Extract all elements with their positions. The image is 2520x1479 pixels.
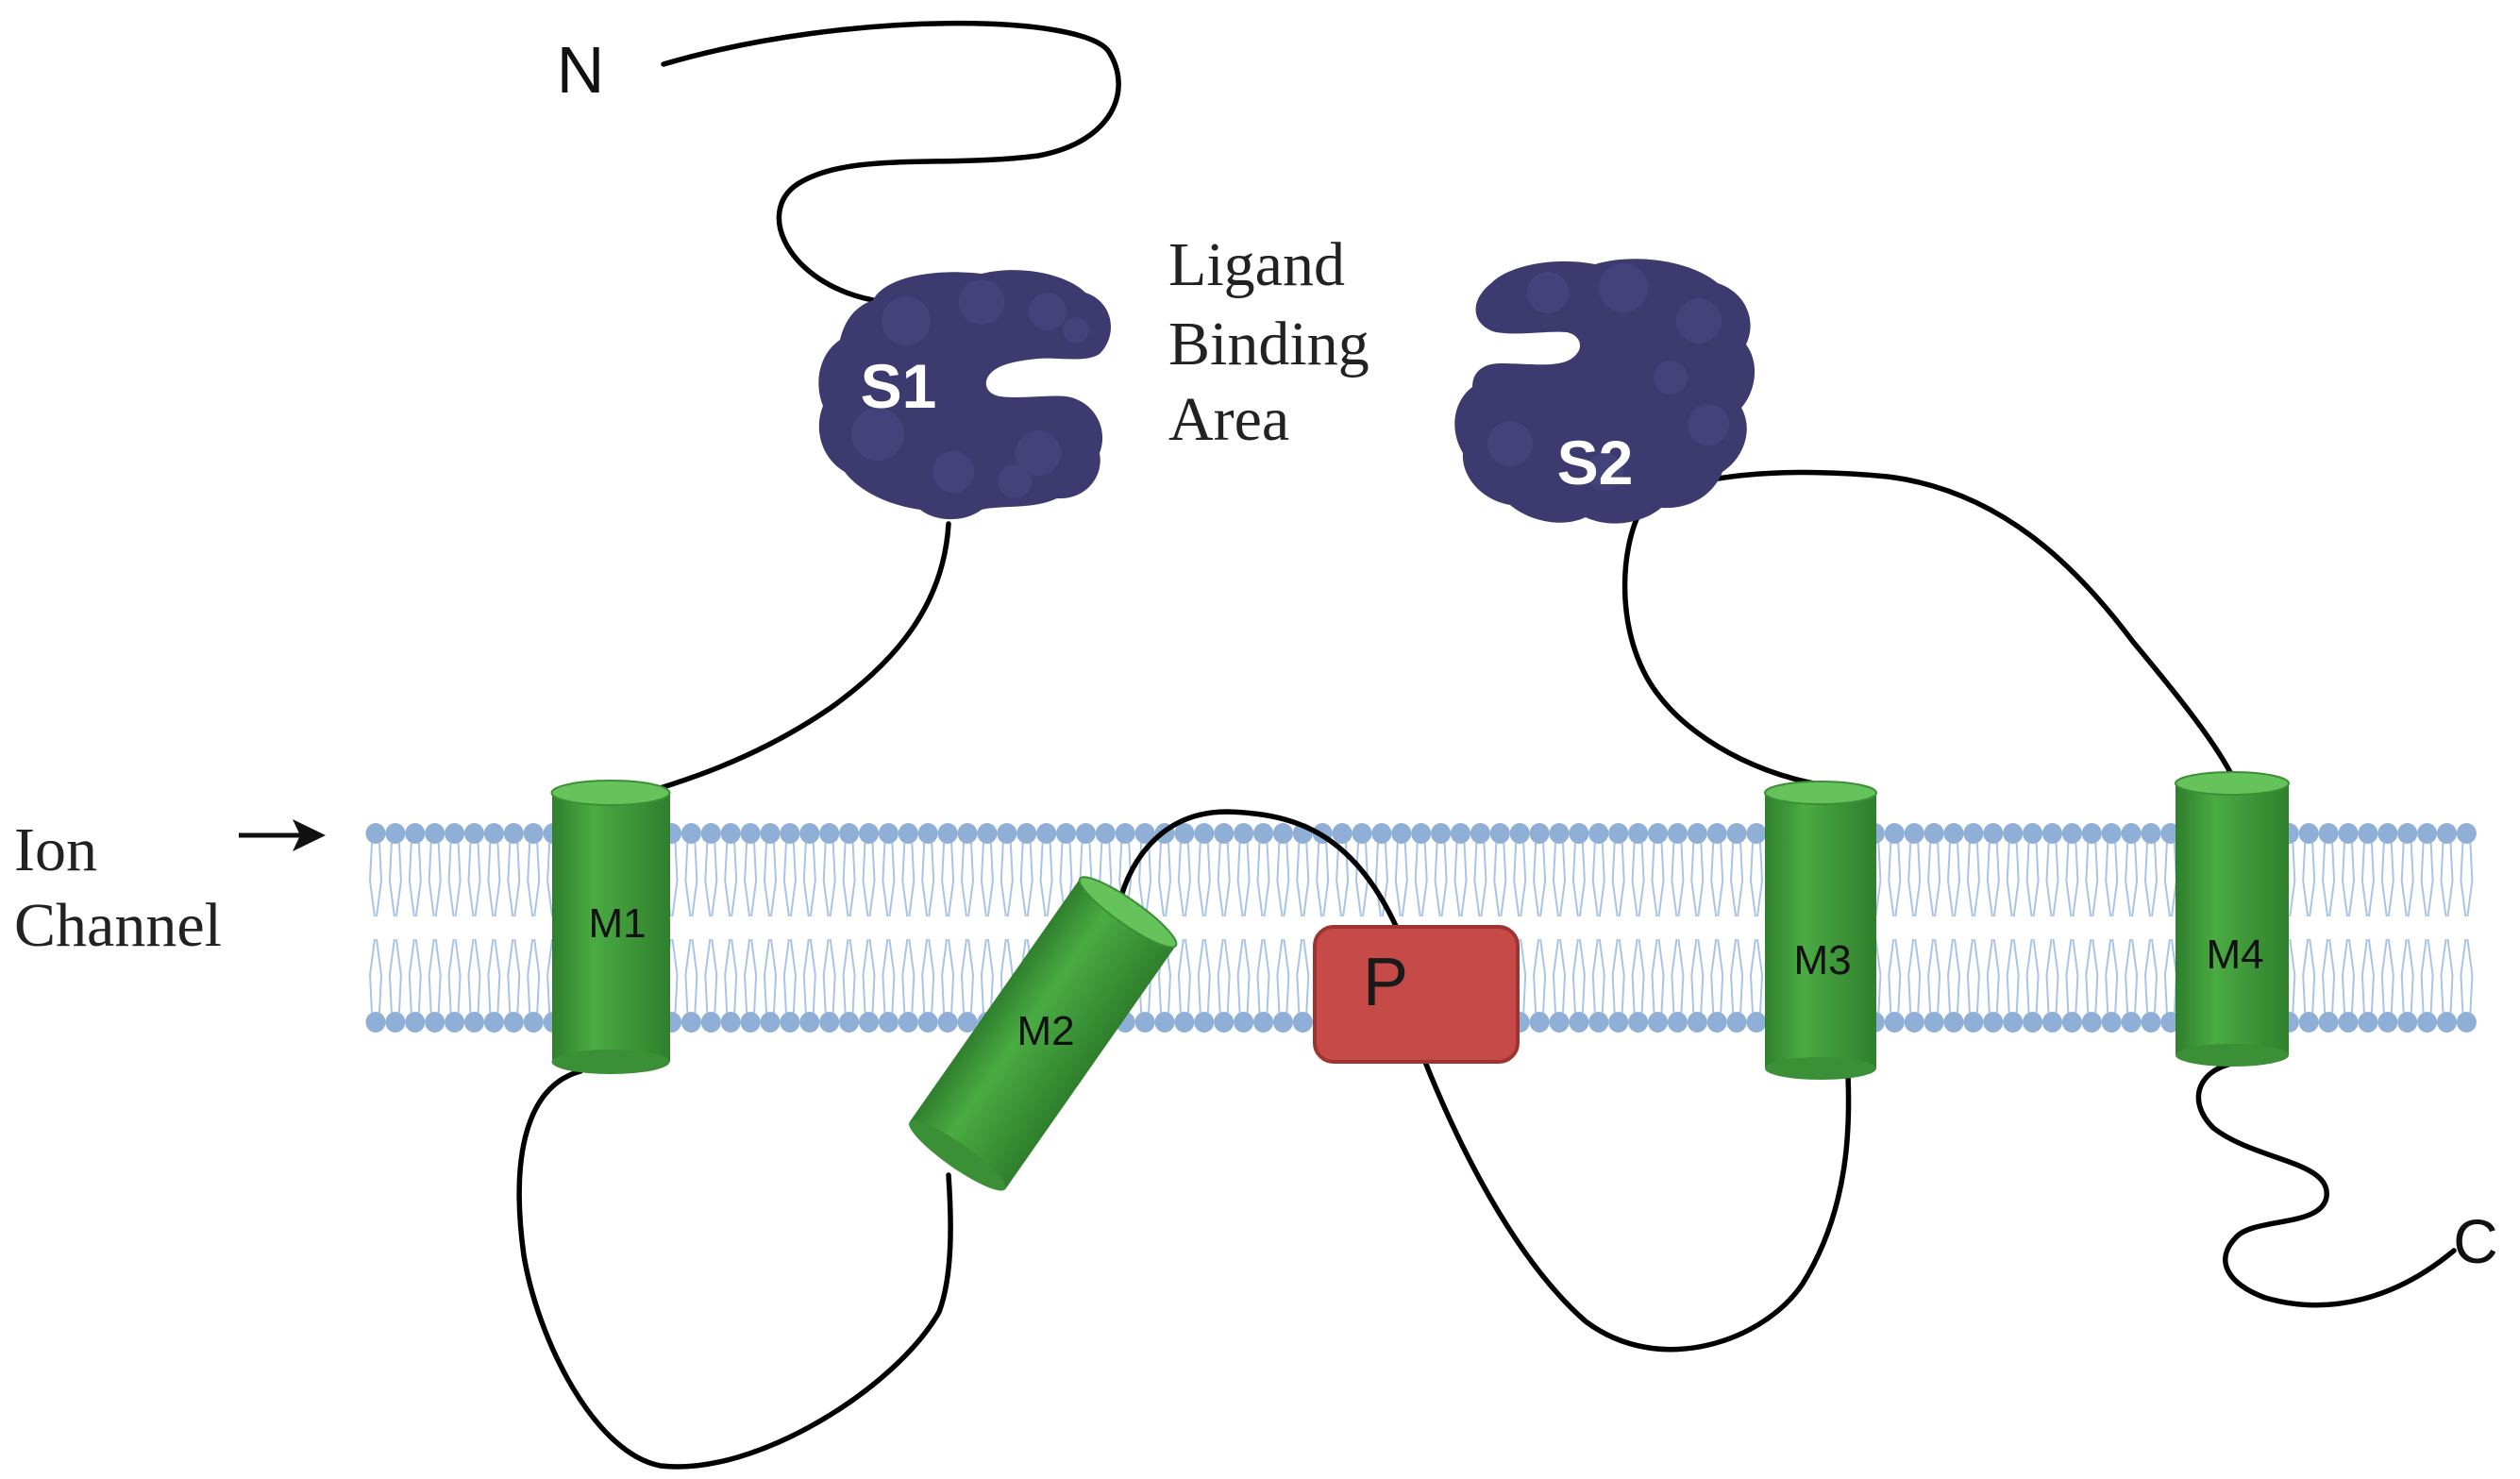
s2-domain: S2 [1454,259,1756,524]
arrow-right-icon [239,819,326,851]
polypeptide-chain [516,20,2457,1470]
m1-m2-loop [516,1068,953,1470]
m2-top-cap [1078,876,1178,949]
c-terminus-label: C [2453,1206,2498,1276]
ion-channel-line-1: Ion [14,815,97,884]
m1-body [552,793,670,1062]
s2-label: S2 [1557,428,1634,497]
s2-m4-linker [1639,469,2238,784]
m1-bottom-cap [551,1050,670,1074]
m3-bottom-cap [1765,1057,1876,1080]
m4-bottom-cap [2176,1044,2289,1067]
p-m3-loop [1422,1059,1852,1353]
m4-top-cap [2175,771,2290,796]
m2-label: M2 [1016,1008,1074,1054]
m3-body [1765,793,1876,1068]
m4-label: M4 [2206,932,2263,978]
s2-m3-linker [1621,505,1853,791]
m2-body [909,878,1176,1189]
m1-helix: M1 [550,780,671,1074]
p-loop: P [1313,925,1520,1064]
lipid-heads-upper [365,823,2477,844]
s1-domain: S1 [818,270,1111,520]
ligand-area-line-1: Ligand [1168,230,1345,299]
m3-label: M3 [1793,937,1851,983]
p-loop-label: P [1363,945,1408,1020]
n-terminal-tail [661,20,1121,303]
m2-helix [909,876,1178,1191]
s1-m1-linker [615,521,951,803]
p-loop-box [1313,925,1520,1064]
s1-label: S1 [861,351,937,421]
m1-label: M1 [588,900,646,947]
ligand-binding-area-label: Ligand Binding Area [1168,230,1369,454]
m3-top-cap [1764,781,1877,805]
lipid-tails-upper [368,842,2474,917]
ligand-area-line-2: Binding [1168,310,1369,378]
ligand-area-line-3: Area [1168,385,1289,454]
ion-channel-line-2: Channel [14,891,222,960]
m1-top-cap [550,780,671,806]
m2-p-loop [1116,809,1403,937]
m4-helix: M4 [2175,771,2290,1067]
m3-helix: M3 [1764,781,1877,1080]
n-terminus-label: N [557,33,605,107]
c-terminal-tail [2195,1059,2457,1308]
ion-channel-label: Ion Channel [14,815,222,960]
m2-bottom-cap [909,1120,1006,1191]
s1-texture [851,279,1089,498]
m4-body [2176,783,2289,1055]
s2-texture [1487,263,1729,491]
